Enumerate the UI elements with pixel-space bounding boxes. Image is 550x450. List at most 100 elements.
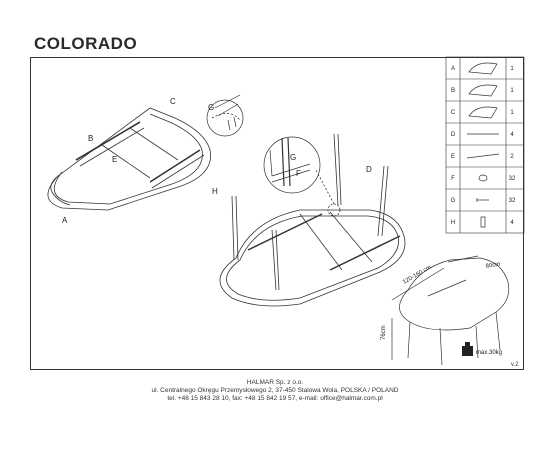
detail-fg-circle — [263, 136, 321, 194]
label-a: A — [62, 216, 68, 225]
part-quantity: 4 — [510, 132, 514, 138]
assembled-seam-2 — [329, 211, 373, 263]
dim-leg-3 — [495, 311, 501, 351]
rail-e — [149, 149, 201, 183]
detail-g-step1 — [206, 94, 244, 137]
detail-g-bracket-2 — [217, 103, 239, 117]
part-pictogram-icon — [468, 84, 498, 97]
detail-fg-screw — [269, 149, 273, 177]
rail-b-inner — [79, 127, 145, 167]
part-quantity: 1 — [510, 110, 514, 116]
drawing-frame — [30, 57, 524, 370]
part-pictogram-icon — [480, 216, 486, 228]
part-letter: C — [451, 110, 456, 116]
footer-address: ul. Centralnego Okręgu Przemysłowego 2, … — [151, 387, 399, 394]
leg-1 — [231, 195, 235, 261]
dim-leg-1 — [407, 321, 411, 359]
parts-table-row: G 32 — [451, 198, 516, 204]
leg-2b — [275, 229, 280, 291]
step2-assembly — [219, 133, 406, 307]
leg-3 — [333, 133, 339, 206]
dim-line-length — [391, 267, 445, 301]
detail-fg-step2 — [263, 136, 321, 194]
part-letter: D — [451, 132, 456, 138]
detail-g-bracket-1 — [214, 94, 241, 109]
dim-tabletop-seam — [427, 279, 467, 297]
detail-f-leader — [315, 169, 335, 205]
step1-tabletop — [47, 107, 241, 211]
assembled-tabletop-inner — [226, 215, 399, 301]
label-e: E — [112, 155, 117, 164]
parts-table-row: F 32 — [451, 174, 516, 182]
label-h: H — [212, 187, 218, 196]
detail-fg-plate-b — [271, 169, 311, 183]
dim-leg-4 — [475, 325, 479, 359]
tabletop-edge-a — [50, 175, 71, 206]
product-title: COLORADO — [34, 34, 138, 53]
part-quantity: 2 — [510, 154, 514, 160]
part-pictogram-icon — [468, 62, 498, 75]
version-label: v.2 — [511, 362, 519, 368]
assembled-rail-1 — [247, 213, 323, 251]
parts-table — [445, 56, 525, 234]
label-g-step2: G — [290, 153, 296, 162]
part-letter: F — [451, 176, 455, 182]
part-pictogram-icon — [476, 198, 489, 202]
max-load-label: max.30kg — [476, 350, 502, 356]
dim-length-label: 120-160 cm — [402, 265, 432, 286]
part-quantity: 32 — [509, 198, 516, 204]
detail-fg-leg-b — [287, 137, 291, 187]
label-g-step1: G — [208, 103, 214, 112]
dim-tabletop-outline — [399, 257, 510, 331]
leg-4 — [377, 165, 385, 237]
tabletop-seam-2 — [129, 127, 179, 161]
label-b: B — [88, 134, 93, 143]
assembled-rail-2 — [329, 235, 401, 271]
part-quantity: 1 — [510, 66, 514, 72]
part-pictogram-icon — [478, 174, 488, 182]
detail-g-screw-1 — [227, 119, 231, 131]
part-letter: H — [451, 220, 455, 226]
footer-company: HALMAR Sp. z o.o. — [246, 379, 304, 386]
leg-4b — [381, 165, 389, 237]
tabletop-outline — [47, 107, 211, 211]
part-pictogram-icon — [466, 153, 500, 159]
tabletop-seam-1 — [101, 144, 151, 179]
dim-leg-2 — [439, 327, 443, 366]
detail-g-screw-2 — [233, 116, 237, 128]
part-quantity: 1 — [510, 88, 514, 94]
label-f: F — [296, 169, 301, 178]
dimension-view — [391, 255, 510, 366]
rail-e-inner — [151, 154, 205, 189]
assembled-tabletop-outline — [219, 209, 406, 307]
label-c: C — [170, 97, 176, 106]
detail-f-marker — [327, 203, 341, 217]
dim-height-label: 76cm — [381, 325, 387, 340]
detail-fg-plate — [271, 163, 311, 177]
part-letter: B — [451, 88, 455, 94]
part-letter: E — [451, 154, 455, 160]
leg-2 — [271, 229, 277, 291]
part-letter: A — [451, 66, 455, 72]
leg-1b — [235, 195, 239, 261]
label-d: D — [366, 165, 372, 174]
part-pictogram-icon — [468, 106, 498, 119]
part-quantity: 4 — [510, 220, 514, 226]
part-quantity: 32 — [509, 176, 516, 182]
weight-icon — [462, 342, 473, 356]
assembled-seam-1 — [299, 213, 343, 271]
detail-g-callout-arc — [211, 113, 241, 121]
tabletop-inner-rim — [54, 113, 203, 205]
dim-width-label: 80cm — [485, 262, 500, 270]
dim-line-width — [447, 255, 479, 263]
footer-contact: tel. +48 15 843 28 10, fax: +48 15 842 1… — [167, 395, 383, 402]
part-letter: G — [451, 198, 456, 204]
footer: HALMAR Sp. z o.o. ul. Centralnego Okręgu… — [0, 379, 550, 403]
